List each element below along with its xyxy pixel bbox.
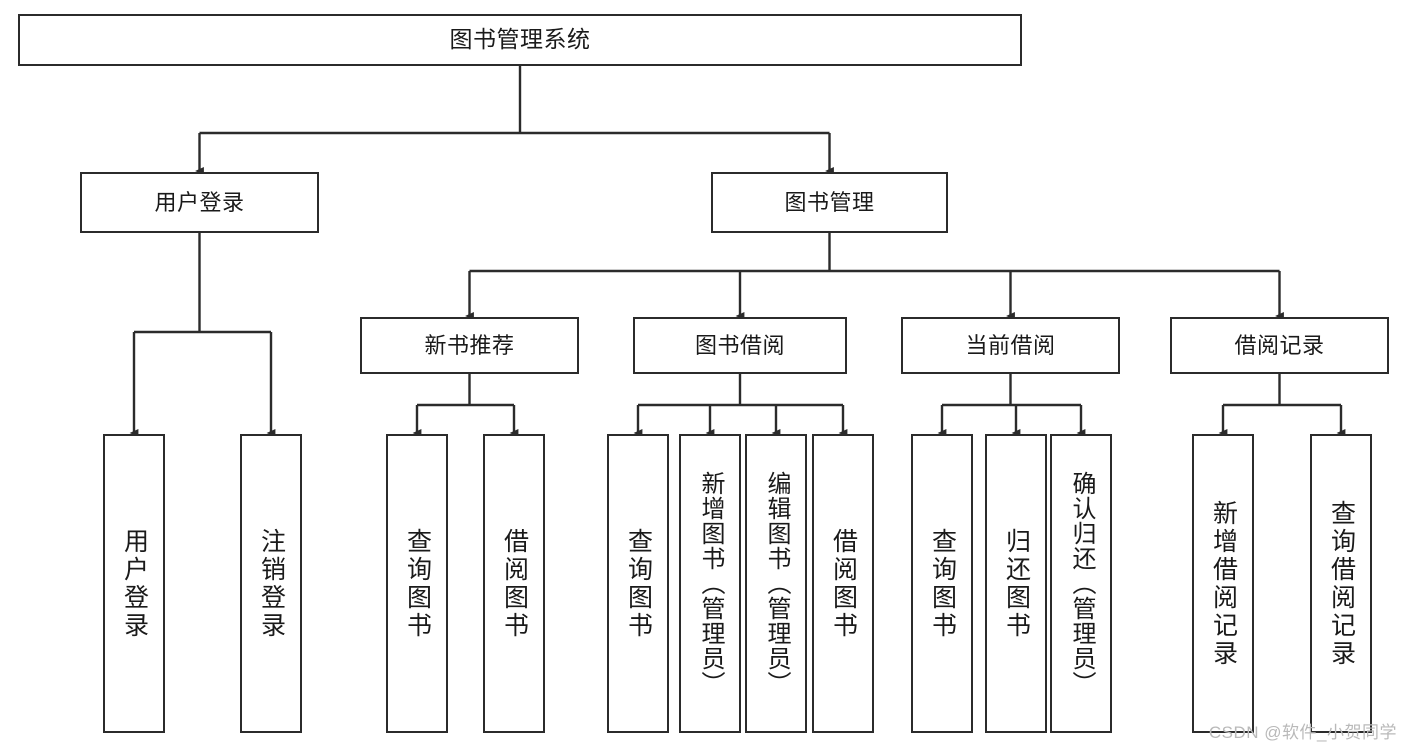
node-label: 新书推荐: [424, 332, 515, 358]
node-label: 图书管理: [784, 189, 875, 215]
node-label: 查询图书: [928, 527, 957, 640]
node-leaf-query-2[interactable]: 查询图书: [607, 434, 669, 733]
node-label: 图书借阅: [694, 332, 785, 358]
watermark-text: CSDN @软件_小贺同学: [1208, 723, 1397, 742]
node-label: 确认归还（管理员）: [1068, 471, 1095, 696]
node-new-book-rec[interactable]: 新书推荐: [360, 317, 579, 374]
node-root[interactable]: 图书管理系统: [18, 14, 1022, 66]
node-leaf-borrow-1[interactable]: 借阅图书: [483, 434, 545, 733]
node-user-login[interactable]: 用户登录: [80, 172, 319, 233]
node-label: 归还图书: [1002, 527, 1031, 640]
node-label: 图书管理系统: [449, 26, 591, 53]
node-borrow-record[interactable]: 借阅记录: [1170, 317, 1389, 374]
node-book-manage[interactable]: 图书管理: [711, 172, 948, 233]
node-label: 用户登录: [154, 189, 245, 215]
node-label: 借阅图书: [500, 527, 529, 640]
node-leaf-return[interactable]: 归还图书: [985, 434, 1047, 733]
node-leaf-borrow-2[interactable]: 借阅图书: [812, 434, 874, 733]
node-label: 注销登录: [257, 527, 286, 640]
node-leaf-edit-book[interactable]: 编辑图书（管理员）: [745, 434, 807, 733]
node-leaf-confirm[interactable]: 确认归还（管理员）: [1050, 434, 1112, 733]
node-label: 新增借阅记录: [1209, 499, 1238, 668]
node-leaf-query-rec[interactable]: 查询借阅记录: [1310, 434, 1372, 733]
node-label: 借阅图书: [829, 527, 858, 640]
node-leaf-logout[interactable]: 注销登录: [240, 434, 302, 733]
node-label: 借阅记录: [1234, 332, 1325, 358]
node-leaf-query-1[interactable]: 查询图书: [386, 434, 448, 733]
node-label: 编辑图书（管理员）: [763, 471, 790, 696]
node-label: 查询图书: [624, 527, 653, 640]
node-label: 查询图书: [403, 527, 432, 640]
node-leaf-add-book[interactable]: 新增图书（管理员）: [679, 434, 741, 733]
node-label: 新增图书（管理员）: [697, 471, 724, 696]
node-label: 当前借阅: [965, 332, 1056, 358]
node-label: 查询借阅记录: [1327, 499, 1356, 668]
node-leaf-add-rec[interactable]: 新增借阅记录: [1192, 434, 1254, 733]
node-leaf-query-3[interactable]: 查询图书: [911, 434, 973, 733]
node-label: 用户登录: [120, 527, 149, 640]
node-leaf-user-login[interactable]: 用户登录: [103, 434, 165, 733]
node-current-borrow[interactable]: 当前借阅: [901, 317, 1120, 374]
node-book-borrow[interactable]: 图书借阅: [633, 317, 847, 374]
